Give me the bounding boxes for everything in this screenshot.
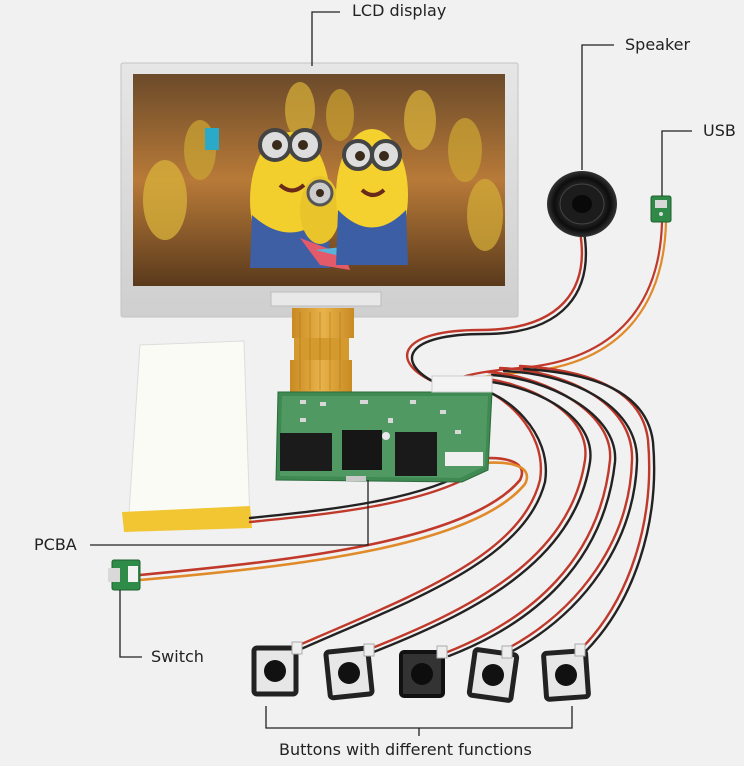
switch-label: Switch [151,647,204,667]
usb-label: USB [703,121,736,141]
speaker-label: Speaker [625,35,690,55]
minion-right [336,129,408,265]
speaker [547,171,617,237]
pcba-board [276,376,492,482]
button-5 [543,644,588,699]
buttons-bracket [266,706,572,728]
usb-module [651,196,671,222]
lcd-display-label: LCD display [352,1,446,21]
speaker-leader-line [582,45,614,170]
buttons-label: Buttons with different functions [279,740,532,760]
battery [122,341,252,532]
button-3 [401,646,447,696]
flex-cable [290,308,354,392]
button-2 [326,644,374,698]
button-4 [469,646,517,701]
usb-leader-line [662,131,692,196]
lcd-leader-line [312,12,340,66]
button-1 [254,642,302,694]
lcd-display [121,63,518,317]
switch-leader-line [120,590,142,657]
pcba-label: PCBA [34,535,77,555]
switch-module [108,560,140,590]
